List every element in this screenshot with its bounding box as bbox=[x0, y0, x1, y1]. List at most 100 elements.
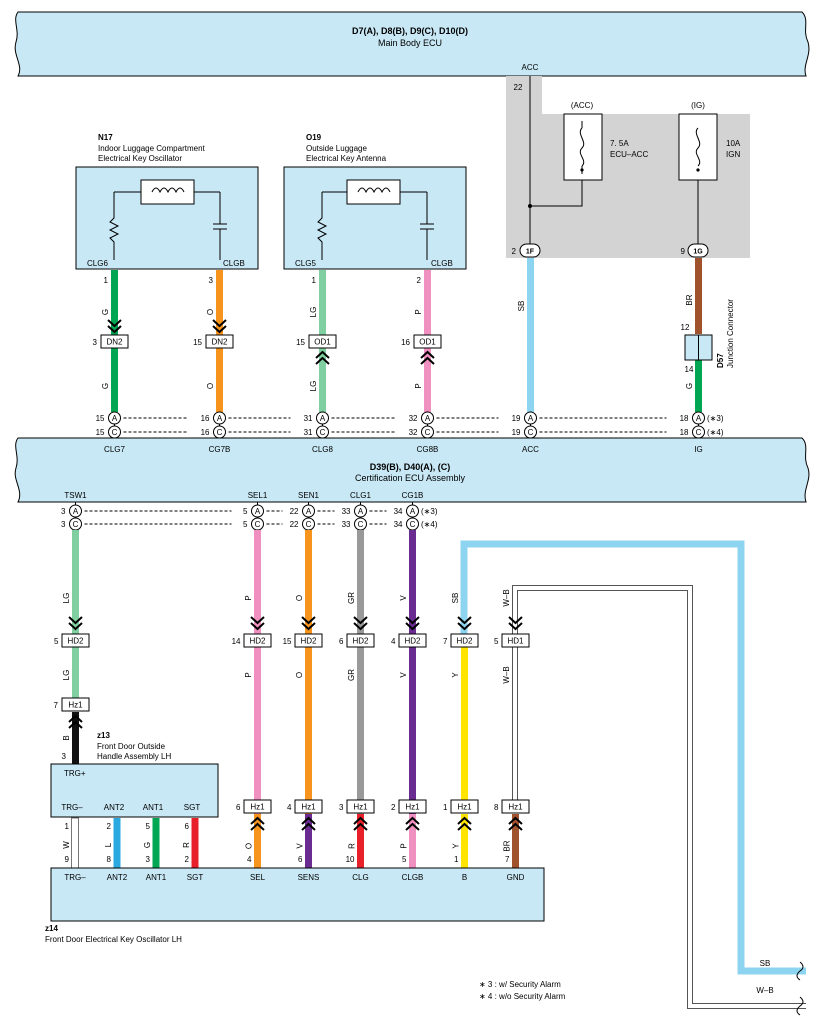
wire-label: BR bbox=[503, 840, 512, 851]
connector-arrow bbox=[353, 616, 368, 625]
pin-a bbox=[251, 504, 264, 518]
connector-arrow bbox=[68, 622, 83, 631]
connector-arrow bbox=[250, 622, 265, 631]
wire-label: W bbox=[62, 841, 71, 849]
pin-a-letter: A bbox=[217, 414, 223, 423]
fuse-ig-rating: 10A bbox=[726, 139, 741, 148]
connector-arrow bbox=[405, 622, 420, 631]
fuse-acc-name: ECU–ACC bbox=[610, 150, 648, 159]
wire-label: W–B bbox=[502, 589, 511, 606]
wire-label: G bbox=[101, 383, 110, 389]
connector-dn2-15: DN2 15 bbox=[193, 319, 234, 349]
connector-arrow bbox=[250, 616, 265, 625]
pin-c-number: 15 bbox=[96, 428, 105, 437]
pin-c-letter: C bbox=[320, 428, 326, 437]
wire-label: V bbox=[399, 672, 408, 678]
n17-coil-icon bbox=[151, 187, 185, 194]
wire-label: Y bbox=[452, 843, 461, 849]
connector-hd bbox=[346, 633, 375, 648]
pin-c-letter: C bbox=[255, 520, 261, 529]
pin-c-letter: C bbox=[528, 428, 534, 437]
svg-text:16: 16 bbox=[401, 338, 410, 347]
fuse-acc-icon bbox=[579, 127, 585, 167]
wire-label: L bbox=[104, 842, 113, 847]
pin-c-letter: C bbox=[410, 520, 416, 529]
fuse-ig-group: (IG) bbox=[691, 101, 705, 110]
hz-pin-bottom: 6 bbox=[298, 855, 303, 864]
pin-c-letter: C bbox=[358, 520, 364, 529]
connector-hz1-name: Hz1 bbox=[405, 803, 420, 812]
z13-code: z13 bbox=[97, 731, 110, 740]
continue-wb-break bbox=[796, 996, 804, 1016]
connector-hz1-name: Hz1 bbox=[457, 803, 472, 812]
z13-pin-top: 1 bbox=[65, 822, 70, 831]
wire-label: P bbox=[414, 383, 423, 388]
connector-hz1-pin: 4 bbox=[287, 803, 292, 812]
main-body-ecu-code: D7(A), D8(B), D9(C), D10(D) bbox=[352, 26, 468, 36]
connector-hd bbox=[294, 633, 323, 648]
z14-pin-name: GND bbox=[507, 873, 525, 882]
pin-c-number: 5 bbox=[243, 520, 248, 529]
n17-line1: Indoor Luggage Compartment bbox=[98, 144, 206, 153]
connector-hd-pin: 6 bbox=[339, 637, 344, 646]
cert-pin-name: TSW1 bbox=[64, 491, 87, 500]
wire-lg-tsw bbox=[72, 530, 79, 634]
wire-gr-clg bbox=[357, 530, 364, 864]
hz-pin-bottom: 10 bbox=[346, 855, 355, 864]
pin-a-letter: A bbox=[255, 507, 261, 516]
note-no-security-alarm: ∗ 4 : w/o Security Alarm bbox=[479, 992, 566, 1001]
connector-dn2-3: DN2 3 bbox=[93, 319, 129, 349]
wire-label: LG bbox=[309, 307, 318, 318]
wire-g-ig bbox=[695, 360, 702, 412]
connector-arrow bbox=[405, 616, 420, 625]
connector-hz1-name: Hz1 bbox=[353, 803, 368, 812]
pin-a-letter: A bbox=[696, 414, 702, 423]
acc-pin-name: ACC bbox=[522, 63, 539, 72]
wire-label: V bbox=[296, 843, 305, 849]
wire-br-ig bbox=[695, 258, 702, 334]
junction-1g-pin: 9 bbox=[681, 247, 686, 256]
cert-pin-name: SEL1 bbox=[248, 491, 268, 500]
connector-hz1-pin: 2 bbox=[391, 803, 396, 812]
connector-arrow bbox=[301, 816, 316, 825]
pin-a-number: 33 bbox=[342, 507, 351, 516]
pin-c-letter: C bbox=[217, 428, 223, 437]
z14-pin-name: SGT bbox=[187, 873, 204, 882]
z14-pin-name: CLG bbox=[352, 873, 368, 882]
svg-text:Hz1: Hz1 bbox=[68, 701, 83, 710]
svg-text:7: 7 bbox=[54, 701, 59, 710]
z13-pin-bottom: 3 bbox=[146, 855, 151, 864]
wire-sb-route bbox=[460, 540, 806, 975]
connector-hd-pin: 5 bbox=[494, 637, 499, 646]
z13-pin-bottom: 9 bbox=[65, 855, 70, 864]
z13-pin-name: ANT2 bbox=[104, 803, 125, 812]
junction-1g bbox=[687, 243, 709, 258]
cert-pin-name: ACC bbox=[522, 445, 539, 454]
wire-label: R bbox=[348, 843, 357, 849]
z13-pin-name: TRG– bbox=[61, 803, 83, 812]
svg-text:1: 1 bbox=[104, 276, 109, 285]
z14-pin-name: SEL bbox=[250, 873, 266, 882]
wire-v-cgb bbox=[409, 530, 416, 864]
pin-a bbox=[69, 504, 82, 518]
pin-c-number: 22 bbox=[290, 520, 299, 529]
wire-label: Y bbox=[451, 672, 460, 678]
note-tag: (∗4) bbox=[707, 428, 724, 437]
z14-name: Front Door Electrical Key Oscillator LH bbox=[45, 935, 182, 944]
z14-box bbox=[50, 867, 545, 922]
connector-hd bbox=[501, 633, 530, 648]
hz-pin-bottom: 4 bbox=[247, 855, 252, 864]
connector-arrow bbox=[250, 816, 265, 825]
certification-ecu-code: D39(B), D40(A), (C) bbox=[370, 462, 451, 472]
connector-arrow bbox=[508, 622, 523, 631]
wire-b-trg bbox=[72, 712, 79, 764]
z13-wire bbox=[191, 818, 199, 868]
z13-line2: Handle Assembly LH bbox=[97, 752, 171, 761]
pin-c-number: 31 bbox=[304, 428, 313, 437]
hz-pin-bottom: 7 bbox=[505, 855, 510, 864]
hz-pin-bottom: 5 bbox=[402, 855, 407, 864]
wire-label: G bbox=[101, 309, 110, 315]
o19-pin-left: CLG5 bbox=[295, 259, 316, 268]
